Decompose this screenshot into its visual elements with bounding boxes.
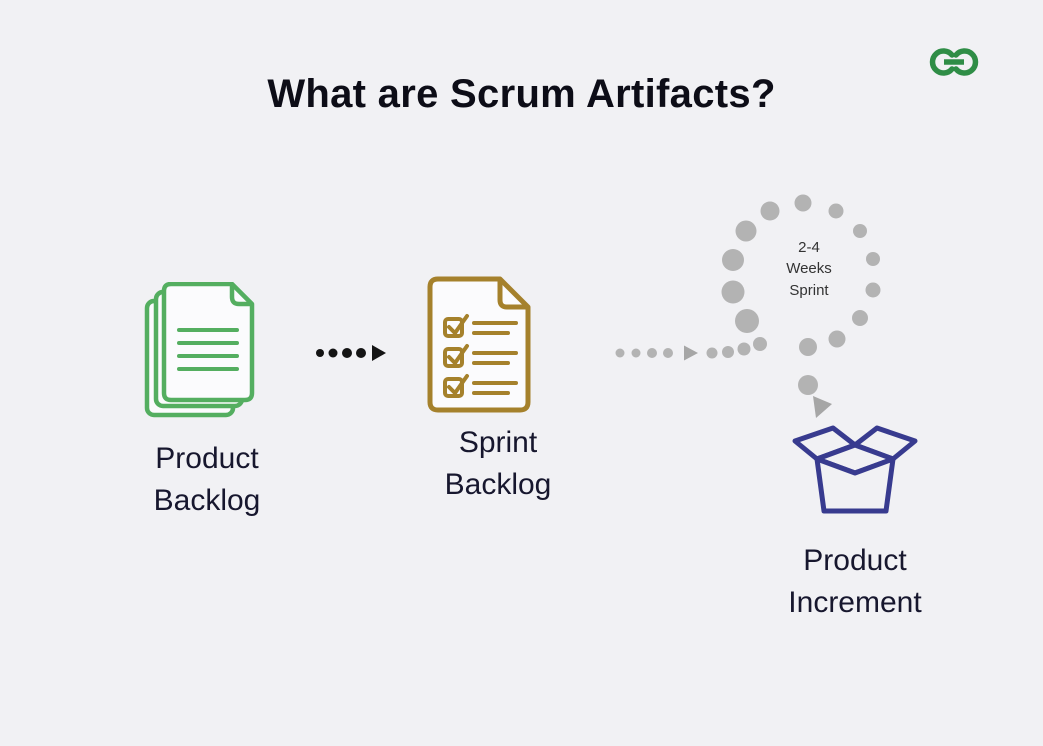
checkboxes (443, 317, 464, 398)
geeksforgeeks-logo-icon (929, 48, 979, 76)
page-fold (497, 279, 528, 310)
open-box-icon (787, 421, 923, 522)
checkmarks-and-lines (447, 314, 518, 397)
loop-dots (721, 194, 881, 356)
page-title: What are Scrum Artifacts? (267, 72, 776, 116)
exit-arrowhead (813, 396, 832, 418)
box-body (814, 456, 896, 514)
sprint-backlog-label: Sprint Backlog (444, 426, 552, 501)
checklist-document-icon (424, 276, 532, 419)
stacked-documents-icon (144, 281, 256, 427)
page-fold (229, 284, 252, 307)
text-lines (177, 328, 239, 371)
product-backlog-label: Product Backlog (153, 442, 261, 517)
sprint-loop-graphic (600, 180, 940, 435)
dotted-arrow-icon (314, 340, 394, 371)
product-increment-label: Product Increment (788, 544, 922, 619)
geeksforgeeks-logo (926, 44, 982, 85)
exit-descent (798, 375, 832, 418)
arrowhead (372, 345, 386, 361)
entry-dotted-line (615, 337, 767, 361)
entry-arrowhead (684, 345, 698, 361)
sprint-loop-label: 2-4 Weeks Sprint (786, 239, 832, 299)
